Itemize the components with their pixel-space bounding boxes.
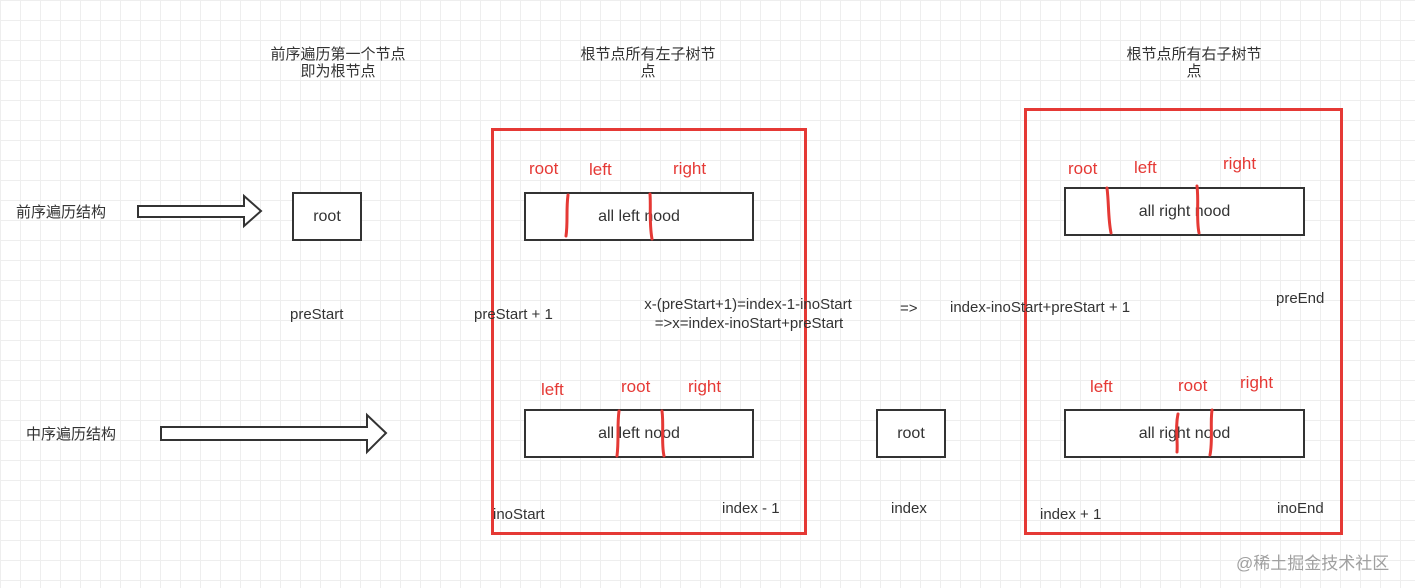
in-right-seg-root: root	[1178, 376, 1208, 395]
index-plus1-label: index + 1	[1040, 506, 1102, 523]
right-subtree-frame	[1024, 108, 1343, 535]
header-right-line1: 根节点所有右子树节	[1126, 46, 1262, 63]
index-minus1-label: index - 1	[722, 500, 780, 517]
pre-right-divider-2	[1195, 184, 1201, 235]
pre-left-seg-root: root	[529, 159, 559, 178]
pre-left-seg-right: right	[673, 159, 707, 178]
in-left-divider-1	[615, 409, 621, 458]
ino-start-label: inoStart	[493, 506, 545, 523]
in-left-divider-2	[660, 409, 666, 458]
pre-right-seg-left: left	[1134, 158, 1157, 177]
index-label: index	[891, 500, 927, 517]
pre-left-divider-2	[648, 192, 654, 241]
pre-left-divider-1	[564, 193, 570, 238]
pre-end-label: preEnd	[1276, 290, 1325, 307]
preorder-root-node: root	[292, 192, 362, 241]
pre-start-plus1-label: preStart + 1	[474, 306, 553, 323]
in-right-divider-2	[1208, 408, 1214, 457]
pre-left-seg-left: left	[589, 160, 612, 179]
formula-line2: =>x=index-inoStart+preStart	[654, 315, 844, 332]
header-root-line2: 即为根节点	[300, 63, 376, 80]
preorder-left-subtree-node: all left nood	[524, 192, 754, 241]
in-left-seg-left: left	[541, 380, 564, 399]
in-right-seg-right: right	[1240, 373, 1274, 392]
formula-line1: x-(preStart+1)=index-1-inoStart	[644, 296, 852, 313]
pre-right-seg-right: right	[1223, 154, 1257, 173]
left-subtree-frame	[491, 128, 807, 535]
header-left-subtree: 根节点所有左子树节 点	[580, 46, 715, 80]
preorder-right-subtree-node: all right nood	[1064, 187, 1305, 236]
header-root: 前序遍历第一个节点 即为根节点	[270, 46, 405, 80]
in-left-seg-right: right	[688, 377, 722, 396]
header-right-subtree: 根节点所有右子树节 点	[1126, 46, 1261, 80]
header-right-line2: 点	[1186, 63, 1202, 80]
pre-start-label: preStart	[290, 306, 344, 323]
right-start-label: index-inoStart+preStart + 1	[950, 299, 1131, 316]
inorder-arrow	[160, 412, 388, 455]
in-right-divider-1	[1175, 412, 1180, 454]
inorder-label: 中序遍历结构	[26, 426, 117, 443]
inorder-right-subtree-node: all right nood	[1064, 409, 1305, 458]
in-left-seg-root: root	[621, 377, 651, 396]
formula-arrow: =>	[900, 300, 918, 317]
ino-end-label: inoEnd	[1277, 500, 1324, 517]
pre-right-divider-1	[1105, 186, 1113, 235]
watermark: @稀土掘金技术社区	[1236, 554, 1390, 573]
header-left-line2: 点	[640, 63, 656, 80]
header-left-line1: 根节点所有左子树节	[580, 46, 716, 63]
header-root-line1: 前序遍历第一个节点	[270, 46, 406, 63]
inorder-root-node: root	[876, 409, 946, 458]
preorder-arrow	[137, 193, 263, 229]
preorder-label: 前序遍历结构	[16, 204, 107, 221]
pre-right-seg-root: root	[1068, 159, 1098, 178]
in-right-seg-left: left	[1090, 377, 1113, 396]
